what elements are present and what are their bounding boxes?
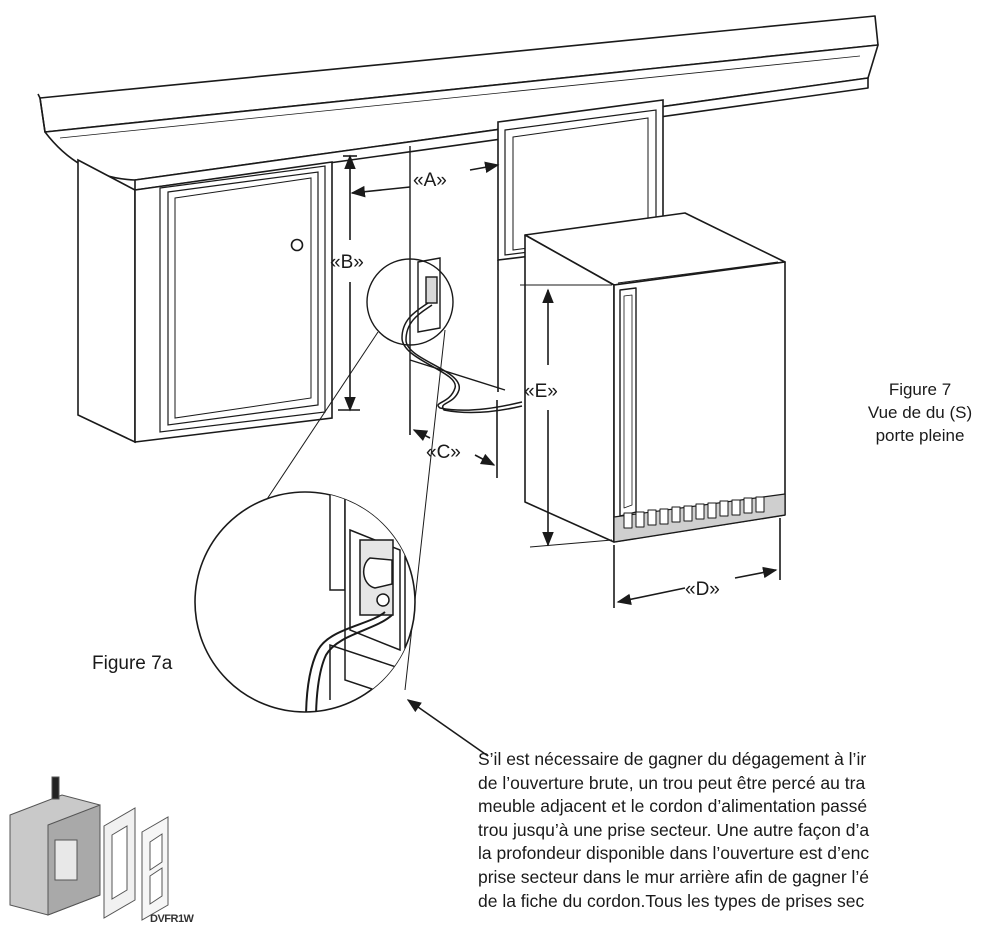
- right-cabinet: [497, 99, 664, 392]
- note-line: la profondeur disponible dans l’ouvertur…: [478, 843, 870, 864]
- note-line: de l’ouverture brute, un trou peut être …: [478, 772, 866, 793]
- dimension-label-d: «D»: [685, 579, 720, 600]
- dimension-label-b: «B»: [330, 252, 364, 273]
- note-line: de la fiche du cordon.Tous les types de …: [478, 890, 865, 911]
- note-line: S’il est nécessaire de gagner du dégagem…: [478, 749, 867, 769]
- note-line: prise secteur dans le mur arrière afin d…: [478, 866, 870, 887]
- opening-back-wall: [409, 146, 506, 400]
- note-line: meuble adjacent et le cordon d’alimentat…: [478, 796, 868, 817]
- detail-circle-small: [366, 258, 454, 346]
- figure-7a-caption: Figure 7a: [92, 653, 173, 674]
- dimension-lines: [338, 154, 781, 608]
- ventilation-grille: [623, 496, 765, 529]
- figure-7-title: Figure 7: [888, 380, 952, 399]
- power-cord: [401, 302, 523, 414]
- figure-7-subtitle-2: porte pleine: [875, 426, 965, 445]
- dimension-label-e: «E»: [524, 381, 558, 402]
- detail-circle-large: [194, 491, 416, 713]
- installation-note: S’il est nécessaire de gagner du dégagem…: [478, 748, 995, 913]
- note-line: trou jusqu’à une prise secteur. Une autr…: [478, 819, 870, 840]
- note-pointer: [406, 699, 489, 757]
- dimension-label-a: «A»: [413, 170, 447, 191]
- product-label: DVFR1W: [150, 913, 194, 925]
- dimension-label-c: «C»: [426, 442, 461, 463]
- figure-7-caption: Figure 7 Vue de du (S) porte pleine: [840, 378, 995, 447]
- refrigerator: [524, 212, 786, 543]
- left-cabinet: [77, 158, 333, 444]
- product-image: [9, 776, 169, 921]
- countertop: [37, 15, 879, 191]
- figure-7-subtitle: Vue de du (S): [867, 403, 973, 422]
- cabinet-knob: [290, 238, 304, 252]
